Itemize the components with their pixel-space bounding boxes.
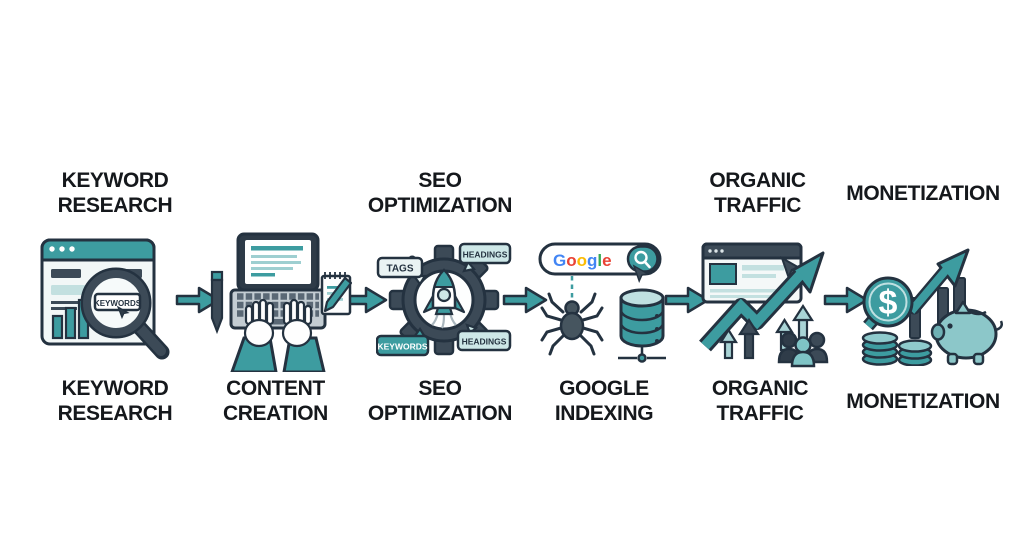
google-letter: l — [597, 251, 602, 270]
google-search-bar: Google — [538, 242, 662, 284]
label-line: SEO — [418, 377, 462, 400]
people-group — [777, 331, 829, 368]
bottom-label-monetization: MONETIZATION — [833, 389, 1013, 414]
top-label-organic-traffic: ORGANIC TRAFFIC — [680, 168, 835, 218]
content-creation-icon — [210, 232, 352, 372]
bottom-label-keyword-research: KEYWORD RESEARCH — [15, 376, 215, 426]
monetization-icon: $ — [861, 248, 1003, 366]
headings-bubble-label: HEADINGS — [462, 337, 507, 347]
laptop-screen — [236, 232, 320, 292]
notepad-icon — [320, 272, 352, 316]
label-line: KEYWORD — [61, 377, 169, 400]
growth-arrow — [699, 251, 825, 352]
google-letter: g — [587, 251, 597, 270]
bottom-label-google-indexing: GOOGLE INDEXING — [518, 376, 690, 426]
pen-icon — [210, 270, 224, 335]
headings-bubble-label: HEADINGS — [463, 250, 508, 260]
dollar-sign: $ — [879, 284, 898, 322]
label-line: RESEARCH — [57, 402, 173, 425]
search-button — [626, 245, 659, 273]
google-letter: o — [566, 251, 576, 270]
label-line: INDEXING — [554, 402, 654, 425]
keyword-research-icon: KEYWORDS — [40, 238, 170, 360]
bottom-label-content-creation: CONTENT CREATION — [188, 376, 363, 426]
label-line: ORGANIC — [711, 377, 809, 400]
label-line: OPTIMIZATION — [367, 194, 513, 217]
label-line: CONTENT — [226, 377, 325, 400]
google-indexing-icon: Google — [538, 242, 666, 363]
typing-hands — [243, 298, 313, 348]
flow-arrow-icon — [175, 286, 221, 314]
piggy-bank-icon — [930, 300, 1003, 366]
rocket-icon — [422, 268, 466, 329]
coin-stacks — [861, 331, 933, 366]
pencil-icon — [323, 276, 352, 313]
google-letter: G — [553, 251, 566, 270]
label-line: RESEARCH — [57, 194, 173, 217]
cursor-icon — [116, 305, 130, 320]
label-line: KEYWORD — [61, 169, 169, 192]
top-label-keyword-research: KEYWORD RESEARCH — [15, 168, 215, 218]
tags-bubble-label: TAGS — [386, 264, 413, 275]
magnifier-label: KEYWORDS — [94, 299, 142, 308]
headings-bubble-top: HEADINGS — [458, 242, 512, 273]
label-line: MONETIZATION — [846, 182, 1000, 205]
label-line: CREATION — [223, 402, 328, 425]
label-line: TRAFFIC — [713, 194, 801, 217]
google-letter: o — [577, 251, 587, 270]
sleeves — [230, 336, 326, 372]
flow-arrow-icon — [664, 286, 710, 314]
tags-bubble: TAGS — [376, 256, 427, 286]
google-logo: Google — [553, 251, 612, 270]
piggy-snout — [930, 323, 946, 341]
piggy-tail — [994, 320, 1003, 332]
piggy-ear — [954, 300, 972, 315]
coin-slot — [969, 310, 987, 316]
top-label-monetization: MONETIZATION — [833, 181, 1013, 206]
magnifier-icon: KEYWORDS — [80, 267, 170, 360]
top-label-seo-optimization: SEO OPTIMIZATION — [345, 168, 535, 218]
keywords-bubble: KEYWORDS — [376, 327, 430, 357]
organic-traffic-icon — [699, 242, 829, 368]
label-line: SEO — [418, 169, 462, 192]
dollar-coin-icon: $ — [862, 276, 914, 328]
database-icon — [618, 288, 666, 363]
label-line: OPTIMIZATION — [367, 402, 513, 425]
label-line: TRAFFIC — [716, 402, 804, 425]
label-line: GOOGLE — [559, 377, 649, 400]
search-icon — [634, 250, 651, 269]
headings-bubble-bottom: HEADINGS — [456, 323, 512, 352]
label-line: MONETIZATION — [846, 390, 1000, 413]
keywords-bubble-label: KEYWORDS — [377, 342, 427, 352]
webpage-card — [701, 242, 803, 304]
spider-icon — [540, 292, 604, 356]
google-letter: e — [602, 251, 611, 270]
cursor-icon — [632, 264, 651, 284]
label-line: ORGANIC — [709, 169, 806, 192]
flow-arrow-icon — [502, 286, 548, 314]
bottom-label-organic-traffic: ORGANIC TRAFFIC — [680, 376, 840, 426]
bottom-label-seo-optimization: SEO OPTIMIZATION — [345, 376, 535, 426]
piggy-eye — [947, 323, 953, 329]
flow-arrow-icon — [823, 286, 869, 314]
seo-optimization-icon: TAGS HEADINGS KEYWORDS HEADINGS — [376, 242, 512, 357]
